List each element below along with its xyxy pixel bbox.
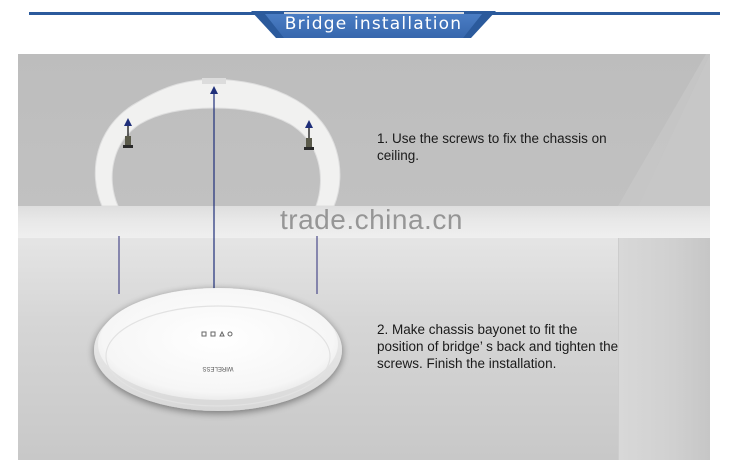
svg-text:WIRELESS: WIRELESS (202, 366, 233, 371)
wireless-bridge-device (94, 288, 342, 411)
center-arrow-icon (210, 86, 218, 290)
watermark-band (18, 206, 710, 238)
wall-corner-shading (618, 54, 710, 206)
led-indicator-icons (201, 330, 233, 337)
installation-illustration (94, 78, 342, 411)
step-1-instruction: 1. Use the screws to fix the chassis on … (377, 131, 607, 163)
device-brand-label: WIRELESS (202, 366, 233, 371)
section-header-badge: Bridge installation (251, 11, 496, 38)
wall-column (618, 226, 710, 460)
watermark-text: trade.china.cn (280, 204, 463, 235)
screw-left-icon (123, 118, 133, 148)
installation-panel: trade.china.cn 1. Use the screws to fix … (18, 54, 710, 460)
step-2-instruction: 2. Make chassis bayonet to fit the posit… (377, 322, 619, 371)
ceiling-background (18, 54, 710, 206)
page-title: Bridge installation (284, 14, 463, 34)
screw-right-icon (304, 120, 314, 150)
header-badge-shape (251, 11, 496, 38)
chassis-ring (94, 78, 341, 207)
